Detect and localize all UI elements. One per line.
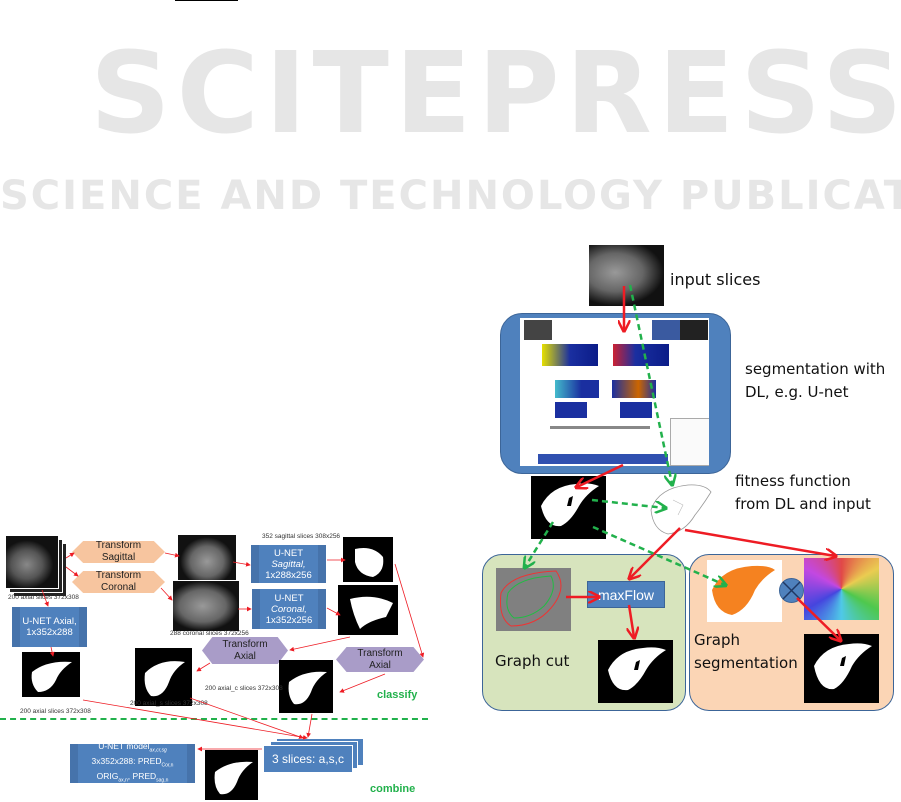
axial-c-mask-image (135, 648, 192, 706)
dl-mask-image (531, 476, 606, 539)
graph-cut-result-mask (598, 640, 673, 703)
transform-sagittal-node: Transform Sagittal (72, 541, 165, 563)
caption-coronal: 288 coronal slices 372x256 (170, 630, 249, 637)
maxflow-node: maxFlow (587, 581, 665, 608)
unet-model-node: U-NET modelax,cr,sg 3x352x288: PREDCor,n… (70, 741, 195, 784)
caption-axial-c: 200 axial_c slices 372x308 (205, 685, 283, 692)
graph-cut-label: Graph cut (495, 652, 570, 670)
superpixel-image (804, 558, 879, 620)
axial-mask-image (22, 652, 80, 697)
axial-ct-image (5, 535, 59, 589)
watermark-logo: SCITEPRESS (90, 29, 901, 159)
unet-axial-node: U-NET Axial,1x352x288 (12, 607, 87, 647)
orange-liver-image (707, 560, 782, 622)
input-slice-image (588, 244, 665, 307)
unet-architecture-diagram (520, 318, 709, 466)
caption-axial-out: 200 axial slices 372x308 (20, 708, 91, 715)
graph-segmentation-result-mask (804, 634, 879, 703)
fitness-label-line1: fitness function (735, 472, 851, 490)
graph-cut-contour-image (496, 568, 571, 631)
caption-sagittal: 352 sagittal slices 308x256 (262, 533, 341, 540)
sagittal-mask-image (343, 537, 393, 582)
coronal-mask-image (338, 585, 398, 635)
graph-segmentation-label-line1: Graph (694, 631, 741, 649)
segmentation-label-line1: segmentation with (745, 360, 886, 378)
caption-axial-input: 200 axial slices 372x308 (8, 594, 79, 601)
transform-coronal-node: Transform Coronal (72, 571, 165, 593)
top-rule (175, 0, 238, 1)
axial-s-mask-image (279, 660, 333, 713)
segmentation-label-line2: DL, e.g. U-net (745, 383, 849, 401)
combined-mask-image (205, 750, 258, 800)
three-slices-node: 3 slices: a,s,c (263, 745, 353, 773)
transform-axial-node-1: Transform Axial (202, 637, 288, 664)
coronal-ct-image (172, 580, 240, 632)
combine-label: combine (370, 783, 416, 795)
input-slices-label: input slices (670, 270, 761, 289)
caption-axial-s: 200 axial_s slices 372x308 (130, 700, 208, 707)
classify-label: classify (377, 689, 418, 701)
multiply-circle-icon (779, 578, 804, 603)
watermark-subtitle: SCIENCE AND TECHNOLOGY PUBLICATIONS (0, 173, 901, 219)
fitness-label-line2: from DL and input (735, 495, 871, 513)
fitness-image (650, 484, 712, 535)
stage-divider (0, 718, 428, 720)
transform-axial-node-2: Transform Axial (336, 647, 424, 672)
graph-segmentation-label-line2: segmentation (694, 654, 798, 672)
